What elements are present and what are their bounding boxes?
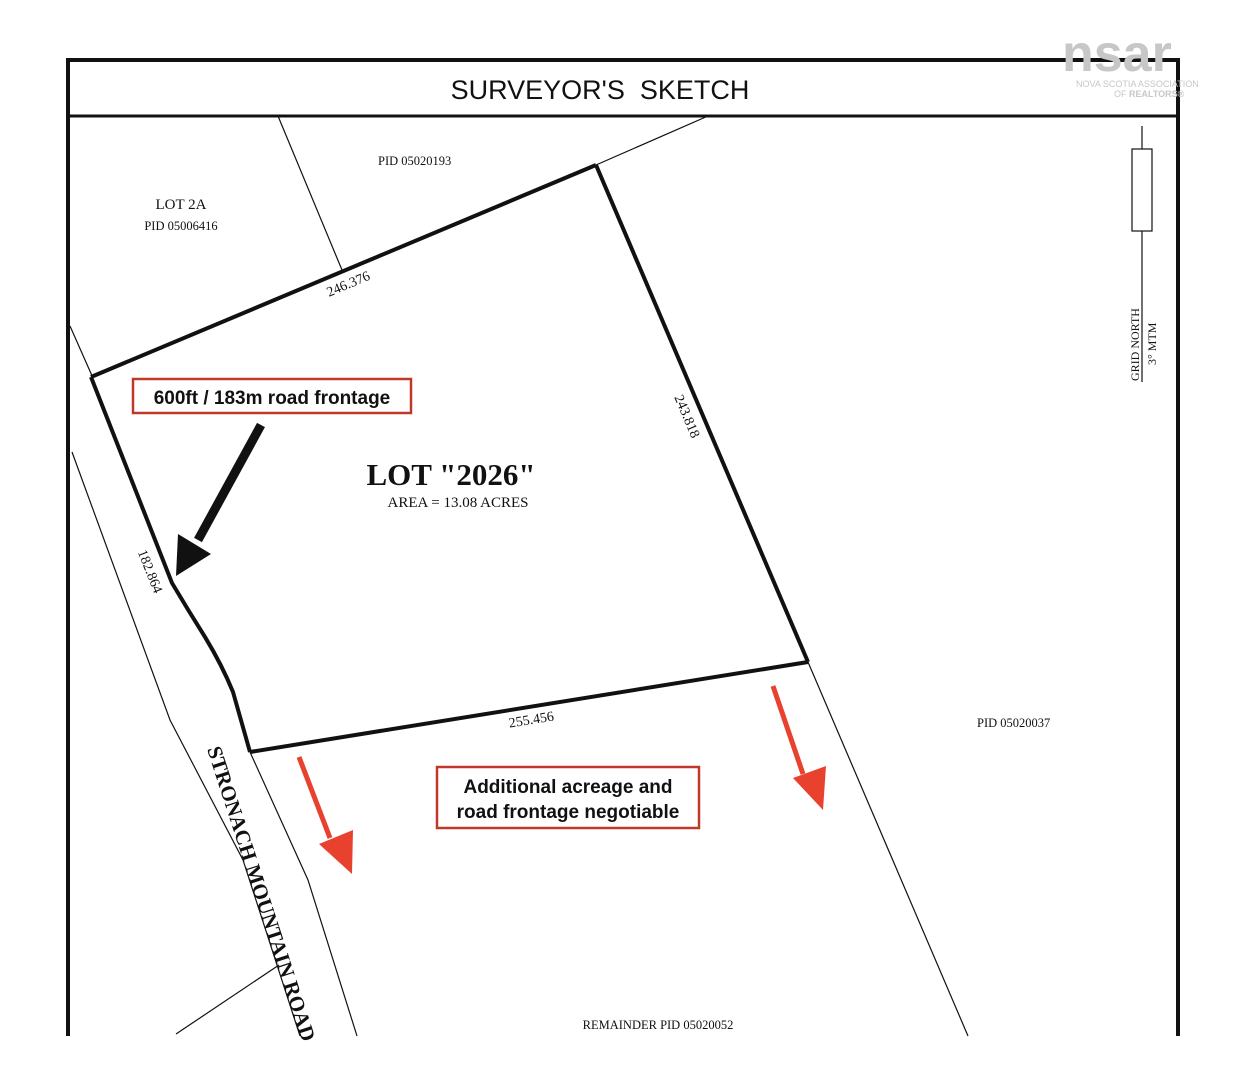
lot-boundary-north [90,163,597,379]
red-arrow-left [296,756,353,874]
stronach-mountain-road [71,451,358,1037]
nsar-logo: nsar NOVA SCOTIA ASSOCIATION OF REALTORS… [1062,25,1199,99]
parcel-line-2a-divider [277,115,343,271]
road-name-label: STRONACH MOUNTAIN ROAD [202,743,320,1044]
parcel-line-southwest [175,964,280,1035]
red-arrow-right-head [793,766,826,810]
red-arrow-right-shaft [770,685,806,775]
lot-name: LOT "2026" [366,457,535,492]
nsar-wordmark: nsar [1062,25,1172,83]
boundary-south-distance: 255.456 [508,710,555,732]
adjacent-parcel-lines [69,115,969,1037]
lot-boundary-east [594,164,810,663]
frontage-callout-box [131,377,413,415]
parcel-line-north-east [595,115,709,166]
parcel-line-west [69,325,94,379]
additional-acreage-line-1: Additional acreage and [463,777,672,798]
grid-north-arrow [1131,126,1153,382]
road-edge-east [249,751,358,1037]
nsar-realtors-brand: REALTORS® [1129,89,1185,99]
sketch-title: SURVEYOR'S SKETCH [451,75,750,105]
additional-acreage-line-2: road frontage negotiable [457,802,680,823]
frontage-arrow-head [176,534,211,576]
frontage-arrow [176,422,265,576]
red-arrow-left-head [319,830,353,874]
mtm-label: 3° MTM [1145,322,1159,365]
additional-acreage-box [435,765,701,830]
lot-boundary-south [249,660,809,754]
lot-2a-pid-label: PID 05006416 [144,219,217,233]
lot-boundary-west [89,376,252,753]
lot-2a-label: LOT 2A [156,197,207,213]
north-arrow-box [1131,148,1153,232]
parcel-line-east-extension [807,661,969,1037]
lot-area: AREA = 13.08 ACRES [388,495,529,511]
remainder-pid-label: REMAINDER PID 05020052 [583,1018,734,1032]
red-arrow-left-shaft [296,756,333,839]
pid-east-label: PID 05020037 [977,716,1050,730]
red-arrow-right [770,685,826,810]
road-edge-west [71,451,301,1037]
sketch-frame [66,58,1180,1036]
grid-north-label: GRID NORTH [1128,308,1142,381]
frontage-arrow-shaft [194,422,265,543]
frontage-callout: 600ft / 183m road frontage [131,377,413,415]
nsar-association-line: NOVA SCOTIA ASSOCIATION [1076,79,1199,89]
additional-acreage-callout: Additional acreage and road frontage neg… [435,765,701,830]
lot-2026-boundary [89,163,810,754]
pid-north-label: PID 05020193 [378,154,451,168]
nsar-realtors-prefix: OF [1114,89,1129,99]
nsar-realtors-line: OF REALTORS® [1114,89,1185,99]
frontage-callout-text: 600ft / 183m road frontage [154,388,391,409]
